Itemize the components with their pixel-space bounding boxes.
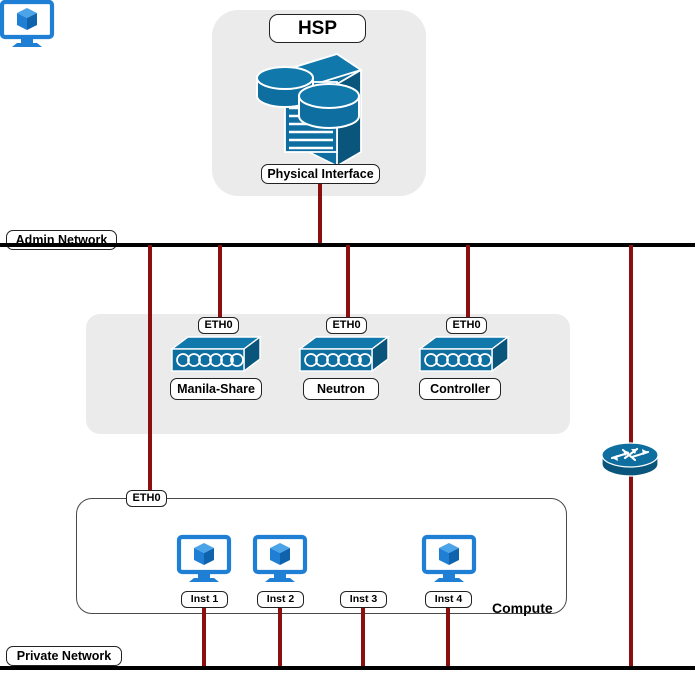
instance-monitor-icon [421, 534, 477, 585]
switch-icon [417, 335, 511, 375]
link-inst4-to-private [446, 608, 450, 668]
link-hsp-to-admin [318, 184, 322, 245]
manila-share-nic-badge: ETH0 [198, 317, 239, 334]
switch-icon [169, 335, 263, 375]
link-inst1-to-private [202, 608, 206, 668]
compute-nic-badge: ETH0 [126, 490, 167, 507]
compute-box [76, 498, 567, 614]
link-controller-to-admin [466, 245, 470, 319]
controller-nic-badge: ETH0 [446, 317, 487, 334]
admin-network-badge: Admin Network [6, 230, 117, 250]
link-manila-nic-stub [218, 245, 222, 319]
neutron-nic-badge: ETH0 [326, 317, 367, 334]
switch-icon [297, 335, 391, 375]
link-inst2-to-private [278, 608, 282, 668]
instance-monitor-icon [0, 0, 55, 50]
link-inst3-to-private [361, 608, 365, 668]
physical-interface-badge: Physical Interface [261, 164, 380, 184]
link-manila-to-admin [148, 245, 152, 496]
hsp-title-badge: HSP [269, 14, 366, 43]
instance-monitor-icon [252, 534, 308, 585]
instance-3-label-badge: Inst 3 [340, 591, 387, 608]
instance-1-label-badge: Inst 1 [181, 591, 228, 608]
private-network-badge: Private Network [6, 646, 122, 666]
link-neutron-to-admin [346, 245, 350, 319]
services-panel [86, 314, 570, 434]
neutron-label-badge: Neutron [303, 378, 379, 400]
instance-4-label-badge: Inst 4 [425, 591, 472, 608]
private-network-line [0, 666, 695, 670]
router-icon [601, 441, 659, 479]
instance-monitor-icon [176, 534, 232, 585]
compute-label: Compute [492, 600, 553, 616]
controller-label-badge: Controller [419, 378, 501, 400]
manila-share-label-badge: Manila-Share [170, 378, 262, 400]
storage-array-icon [255, 48, 367, 168]
instance-2-label-badge: Inst 2 [257, 591, 304, 608]
